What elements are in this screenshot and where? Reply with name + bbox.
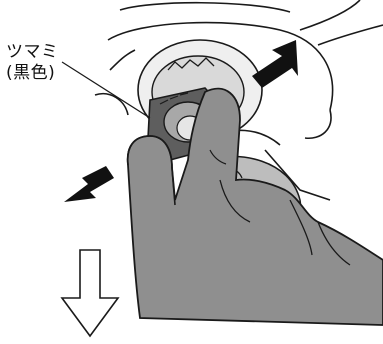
callout-line-1: ツマミ	[6, 42, 59, 63]
callout-line-2: (黒色)	[6, 63, 59, 84]
push-arrow-icon	[252, 40, 298, 88]
callout-leader-line	[62, 62, 150, 118]
knob-callout-label: ツマミ (黒色)	[6, 42, 59, 84]
push-arrow-icon	[64, 166, 114, 202]
down-arrow-icon	[62, 250, 118, 336]
